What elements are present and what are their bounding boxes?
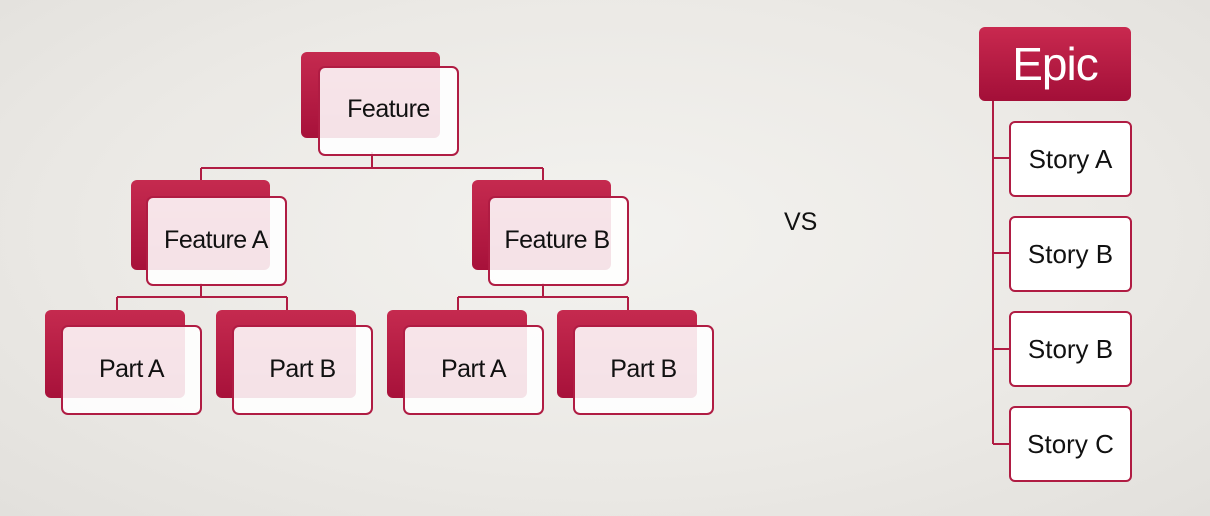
feature-b-node: Feature B: [472, 180, 629, 286]
feature-b-label: Feature B: [504, 225, 610, 254]
story-node: Story A: [1009, 121, 1132, 197]
feature-root-node: Feature: [301, 52, 459, 156]
feature-root-label: Feature: [347, 94, 430, 123]
vs-label: VS: [784, 208, 818, 236]
story-node: Story B: [1009, 216, 1132, 292]
story-node: Story B: [1009, 311, 1132, 387]
feature-a-part-b-node: Part B: [216, 310, 373, 415]
feature-a-part-a-node: Part A: [45, 310, 202, 415]
feature-b-part-a-node: Part A: [387, 310, 544, 415]
feature-a-label: Feature A: [164, 225, 268, 254]
feature-a-part-b-label: Part B: [269, 354, 336, 383]
feature-a-node: Feature A: [131, 180, 287, 286]
story-node: Story C: [1009, 406, 1132, 482]
feature-b-part-b-label: Part B: [610, 354, 677, 383]
epic-node: Epic: [979, 27, 1131, 101]
feature-b-part-b-node: Part B: [557, 310, 714, 415]
feature-a-part-a-label: Part A: [98, 354, 165, 383]
feature-b-part-a-label: Part A: [440, 354, 507, 383]
